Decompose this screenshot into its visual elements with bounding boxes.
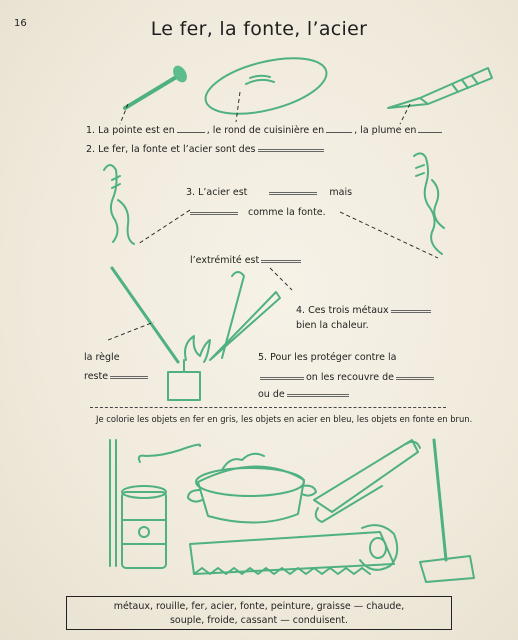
answer-blank[interactable] [395,369,434,380]
answer-blank[interactable] [418,124,443,133]
word-bank-line-2: souple, froide, cassant — conduisent. [169,615,349,626]
question-1-part-a: 1. La pointe est en [86,125,175,136]
question-5-line-3: ou de [258,386,351,400]
answer-blank[interactable] [390,302,431,313]
question-4-part-a: 4. Ces trois métaux [296,305,389,316]
nail-illustration [123,65,187,110]
question-3-line-2: comme la fonte. [188,204,326,218]
heating-experiment-illustration [110,266,281,401]
razor-illustration [313,439,421,523]
answer-blank[interactable] [286,386,349,397]
hammer-illustration [419,438,475,583]
stove-illustration [109,439,167,569]
answer-blank[interactable] [110,368,149,379]
tongs-illustration [103,164,135,245]
question-3-part-c: comme la fonte. [248,207,326,218]
question-3-part-b: mais [329,187,353,198]
question-5-line-2: on les recouvre de [258,369,436,383]
word-bank: métaux, rouille, fer, acier, fonte, pein… [66,596,452,630]
question-1: 1. La pointe est en , le rond de cuisiniè… [86,124,444,136]
section-divider [90,407,446,408]
answer-blank[interactable] [269,184,318,195]
stove-plate-illustration [204,57,328,115]
saw-illustration [189,524,399,575]
regle-reste: reste [84,368,150,382]
coloring-instruction: Je colorie les objets en fer en gris, le… [96,414,473,424]
question-4-line-2: bien la chaleur. [296,320,369,331]
word-bank-line-1: métaux, rouille, fer, acier, fonte, pein… [113,601,405,612]
question-2-text: 2. Le fer, la fonte et l’acier sont des [86,144,256,155]
question-3-line-1: 3. L’acier est mais [186,184,352,198]
question-3-part-a: 3. L’acier est [186,187,248,198]
question-5-line-1: 5. Pour les protéger contre la [258,352,397,363]
answer-blank[interactable] [257,141,324,152]
question-1-part-c: , la plume en [354,125,417,136]
poker-illustration [137,443,202,463]
answer-blank[interactable] [261,252,302,263]
question-4-line-1: 4. Ces trois métaux [296,302,433,316]
pliers-illustration [413,152,445,255]
answer-blank[interactable] [176,124,205,133]
question-2: 2. Le fer, la fonte et l’acier sont des [86,141,326,155]
question-1-part-b: , le rond de cuisinière en [206,125,325,136]
answer-blank[interactable] [190,204,238,215]
extremite-label: l’extrémité est [190,252,303,266]
question-5-part-c: ou de [258,389,285,400]
page-number: 16 [14,18,27,29]
regle-label: la règle [84,352,120,363]
cooking-pot-illustration [187,452,317,524]
question-5-part-b: on les recouvre de [306,372,394,383]
page-title: Le fer, la fonte, l’acier [150,18,368,40]
pen-nib-illustration [387,67,493,109]
answer-blank[interactable] [326,124,353,133]
answer-blank[interactable] [260,369,304,380]
